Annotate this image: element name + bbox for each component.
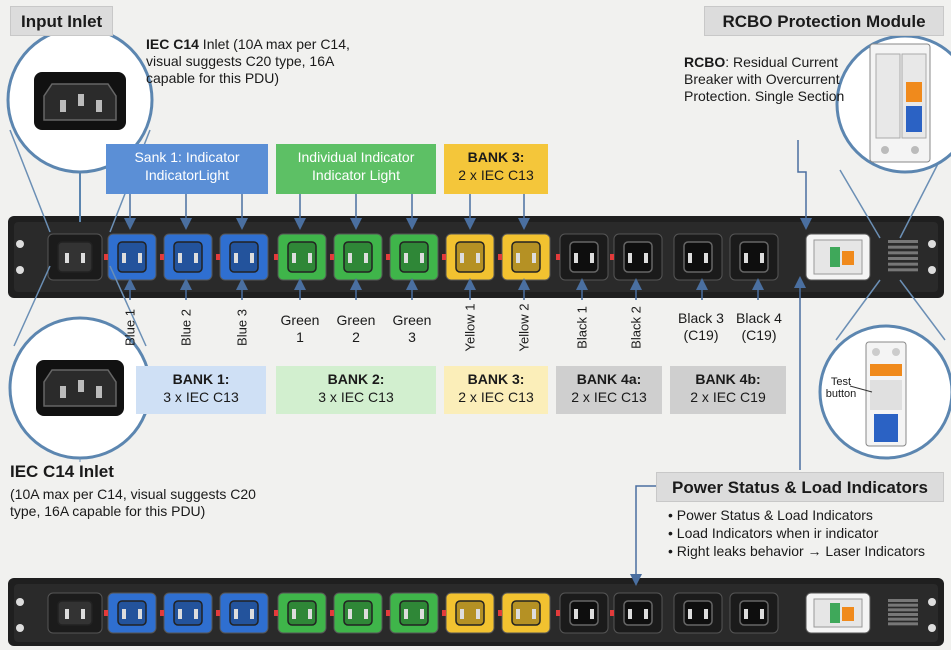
inlet-zoom-bottom bbox=[8, 265, 152, 462]
outlet-blue-2 bbox=[160, 233, 213, 281]
bank3-box: BANK 3: 2 x IEC C13 bbox=[444, 366, 548, 414]
bank1-indicator-box: Sank 1: Indicator IndicatorLight bbox=[106, 144, 268, 194]
outlet-c19-12 bbox=[729, 592, 779, 634]
vent-grille bbox=[888, 240, 918, 272]
outlet-blue-1 bbox=[104, 233, 157, 281]
bank2-indicator-line2: Indicator Light bbox=[312, 167, 400, 183]
outlet-inlet-0 bbox=[47, 592, 103, 634]
rcbo-zoom-bottom bbox=[818, 279, 951, 460]
outlet-label-yellow-2: Yellow 2 bbox=[516, 303, 532, 352]
power-status-bullet: Load Indicators when ir indicator bbox=[668, 524, 948, 542]
input-inlet-description: IEC C14 Inlet (10A max per C14, visual s… bbox=[146, 36, 386, 87]
bank2-box: BANK 2: 3 x IEC C13 bbox=[276, 366, 436, 414]
outlet-green-5 bbox=[330, 592, 383, 634]
rcbo-description: RCBO: Residual Current Breaker with Over… bbox=[684, 54, 854, 105]
rcbo-title: RCBO Protection Module bbox=[704, 6, 944, 36]
outlet-green-5 bbox=[330, 233, 383, 281]
outlet-rcbo-13 bbox=[805, 592, 871, 634]
outlet-black-9 bbox=[556, 233, 609, 281]
outlet-label-green-1: Green 1 bbox=[280, 312, 320, 345]
outlet-label-yellow-1: Yellow 1 bbox=[462, 303, 478, 352]
bank4b-box: BANK 4b: 2 x IEC C19 bbox=[670, 366, 786, 414]
outlet-label-green-2: Green 2 bbox=[336, 312, 376, 345]
power-status-bullet: Power Status & Load Indicators bbox=[668, 506, 948, 524]
outlet-c19-11 bbox=[673, 233, 723, 281]
bank4b-box-line2: 2 x IEC C19 bbox=[690, 389, 766, 405]
outlet-label-black-3-name: Black 3 bbox=[678, 310, 724, 326]
outlet-c19-12 bbox=[729, 233, 779, 281]
outlet-green-4 bbox=[274, 233, 327, 281]
outlet-yellow-7 bbox=[442, 592, 495, 634]
bank2-indicator-line1: Individual Indicator bbox=[297, 149, 415, 165]
outlet-blue-1 bbox=[104, 592, 157, 634]
input-inlet-title: Input Inlet bbox=[10, 6, 114, 36]
bank1-indicator-line2: IndicatorLight bbox=[144, 167, 230, 183]
power-status-bullet: Right leaks behavior → Laser Indicators bbox=[668, 542, 948, 560]
bank3-box-line2: 2 x IEC C13 bbox=[458, 389, 534, 405]
outlet-black-10 bbox=[610, 592, 663, 634]
bank1-box: BANK 1: 3 x IEC C13 bbox=[136, 366, 266, 414]
bank3-box-line1: BANK 3: bbox=[467, 371, 525, 387]
bank4a-box-line1: BANK 4a: bbox=[576, 371, 642, 387]
outlet-label-black-4-name: Black 4 bbox=[736, 310, 782, 326]
outlet-black-9 bbox=[556, 592, 609, 634]
bank3-indicator-box: BANK 3: 2 x IEC C13 bbox=[444, 144, 548, 194]
outlet-label-black-4: Black 4 (C19) bbox=[724, 310, 794, 344]
bank4a-box: BANK 4a: 2 x IEC C13 bbox=[556, 366, 662, 414]
iec-inlet-title: IEC C14 Inlet bbox=[10, 462, 114, 481]
bank4a-box-line2: 2 x IEC C13 bbox=[571, 389, 647, 405]
input-inlet-desc-rest: Inlet (10A max per C14, visual suggests … bbox=[146, 36, 350, 86]
outlet-label-blue-3: Blue 3 bbox=[234, 309, 250, 346]
outlet-label-black-3: Black 3 (C19) bbox=[666, 310, 736, 344]
power-status-title: Power Status & Load Indicators bbox=[656, 472, 944, 502]
bank1-indicator-line1: Sank 1: Indicator bbox=[134, 149, 240, 165]
bank3-indicator-line2: 2 x IEC C13 bbox=[458, 167, 534, 183]
outlet-blue-2 bbox=[160, 592, 213, 634]
iec-inlet-description: (10A max per C14, visual suggests C20 ty… bbox=[10, 486, 256, 519]
inlet-zoom-top bbox=[6, 26, 154, 233]
outlet-label-blue-2: Blue 2 bbox=[178, 309, 194, 346]
bank2-box-line2: 3 x IEC C13 bbox=[318, 389, 394, 405]
outlet-label-green-3: Green 3 bbox=[392, 312, 432, 345]
input-inlet-desc-bold: IEC C14 bbox=[146, 36, 199, 52]
outlet-label-black-3-type: (C19) bbox=[683, 327, 719, 343]
test-button-label: Test button bbox=[825, 376, 857, 400]
rcbo-desc-bold: RCBO bbox=[684, 54, 726, 70]
outlet-rcbo-13 bbox=[805, 233, 871, 281]
bank2-box-line1: BANK 2: bbox=[327, 371, 385, 387]
bank1-box-line2: 3 x IEC C13 bbox=[163, 389, 239, 405]
rcbo-desc-rest: : Residual Current Breaker with Overcurr… bbox=[684, 54, 845, 104]
outlet-label-black-2: Black 2 bbox=[628, 306, 644, 349]
bank1-box-line1: BANK 1: bbox=[172, 371, 230, 387]
bank2-indicator-box: Individual Indicator Indicator Light bbox=[276, 144, 436, 194]
outlet-c19-11 bbox=[673, 592, 723, 634]
outlet-blue-3 bbox=[216, 592, 269, 634]
rcbo-zoom-top bbox=[835, 34, 951, 239]
outlet-yellow-8 bbox=[498, 592, 551, 634]
bank3-indicator-line1: BANK 3: bbox=[467, 149, 525, 165]
outlet-blue-3 bbox=[216, 233, 269, 281]
bank4b-box-line1: BANK 4b: bbox=[695, 371, 761, 387]
power-status-list: Power Status & Load Indicators Load Indi… bbox=[668, 506, 948, 560]
vent-grille bbox=[888, 599, 918, 626]
outlet-black-10 bbox=[610, 233, 663, 281]
outlet-green-6 bbox=[386, 233, 439, 281]
outlet-label-blue-1: Blue 1 bbox=[122, 309, 138, 346]
outlet-green-4 bbox=[274, 592, 327, 634]
outlet-yellow-8 bbox=[498, 233, 551, 281]
outlet-label-black-4-type: (C19) bbox=[741, 327, 777, 343]
outlet-green-6 bbox=[386, 592, 439, 634]
outlet-yellow-7 bbox=[442, 233, 495, 281]
outlet-label-black-1: Black 1 bbox=[574, 306, 590, 349]
outlet-inlet-0 bbox=[47, 233, 103, 281]
